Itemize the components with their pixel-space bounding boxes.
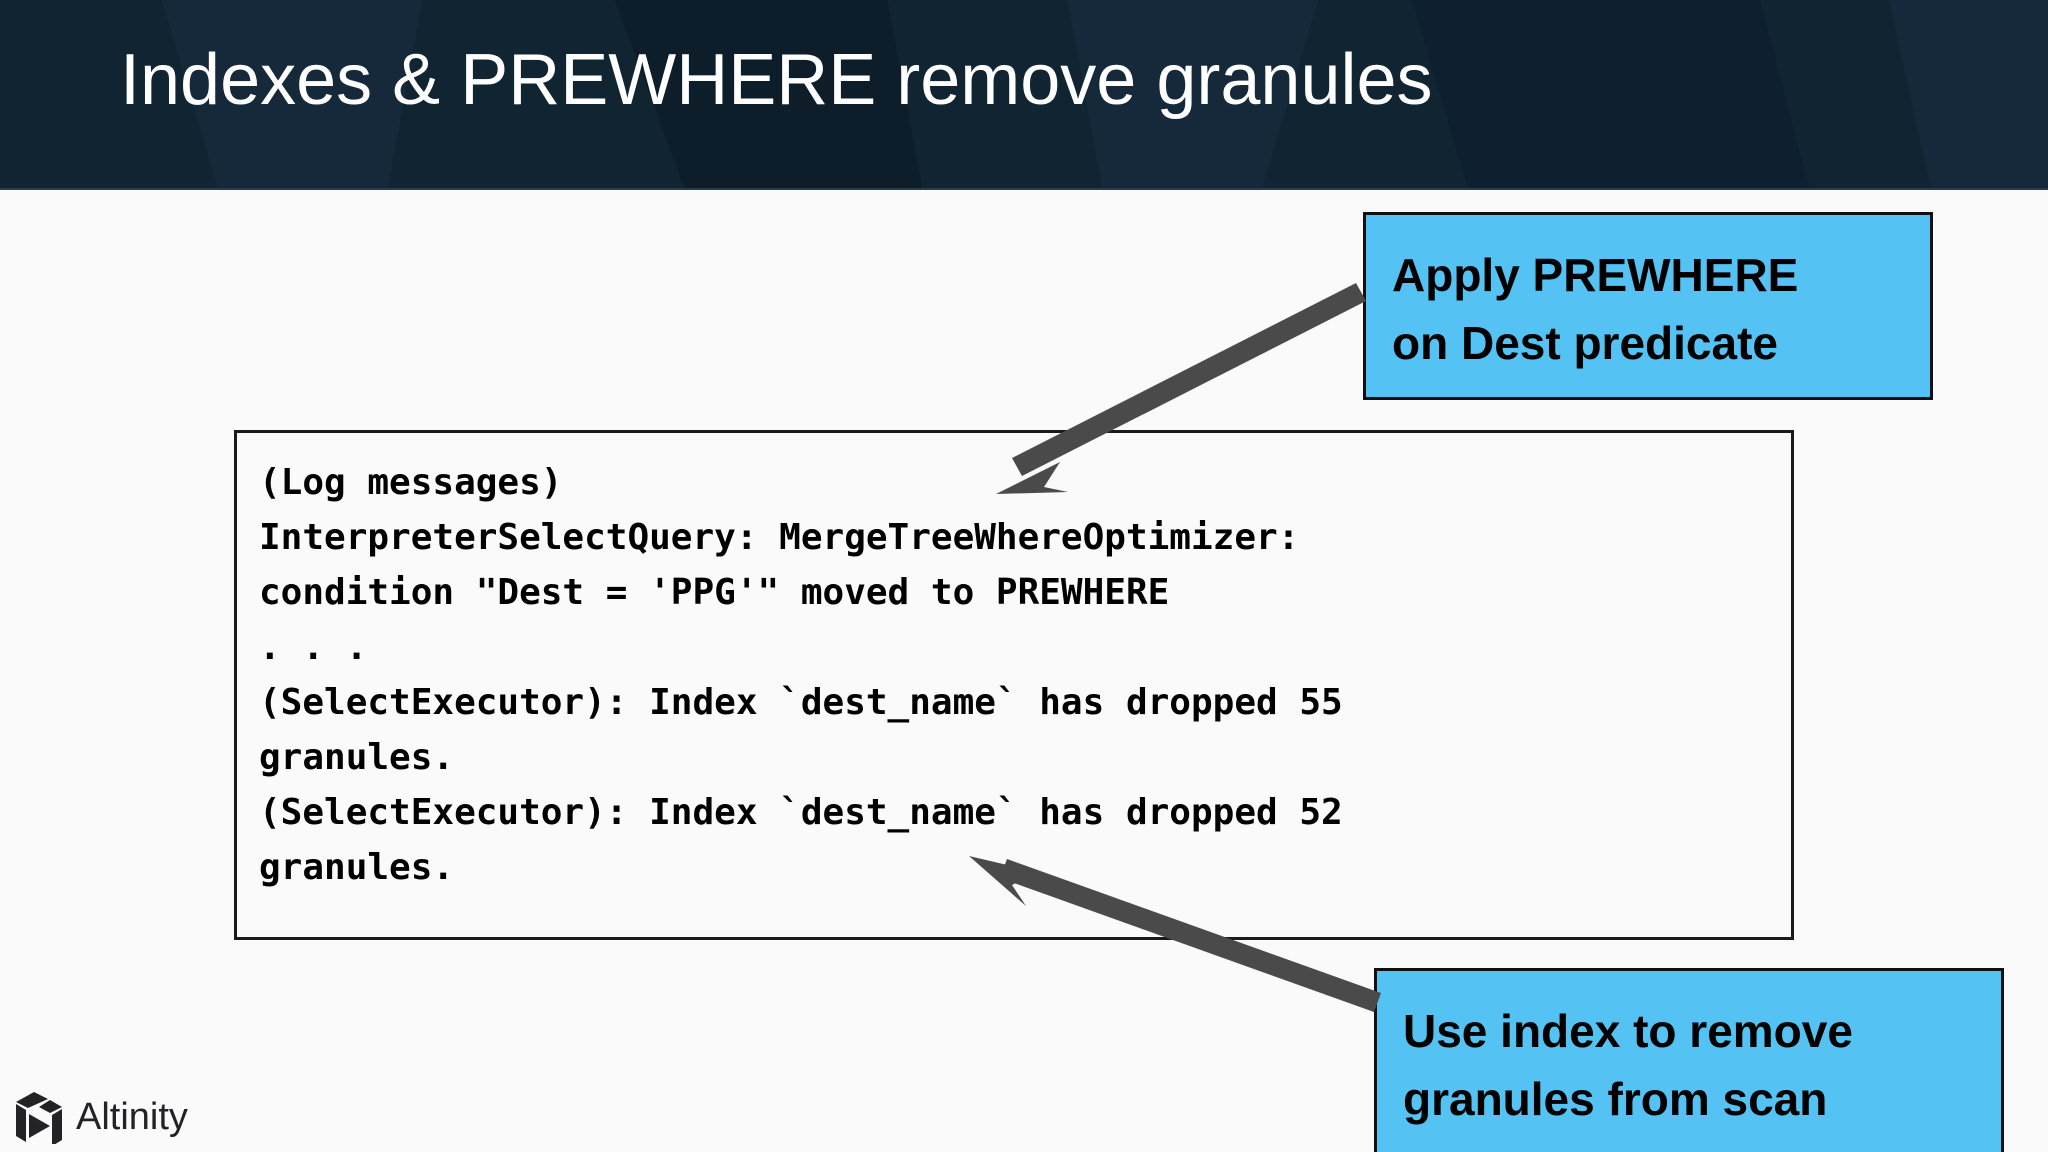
brand-name: Altinity xyxy=(76,1096,188,1138)
callout-line-2: granules from scan xyxy=(1403,1073,1828,1125)
callout-line-2: on Dest predicate xyxy=(1392,317,1778,369)
log-output-box: (Log messages) InterpreterSelectQuery: M… xyxy=(234,430,1794,940)
page-title: Indexes & PREWHERE remove granules xyxy=(120,40,1433,120)
title-bar: Indexes & PREWHERE remove granules xyxy=(0,0,2048,190)
callout-line-1: Apply PREWHERE xyxy=(1392,249,1799,301)
title-underline xyxy=(0,188,2048,190)
altinity-mark-icon xyxy=(16,1092,62,1144)
callout-use-index: Use index to remove granules from scan xyxy=(1374,968,2004,1152)
callout-line-1: Use index to remove xyxy=(1403,1005,1853,1057)
altinity-logo: Altinity xyxy=(14,1090,188,1144)
log-output-text: (Log messages) InterpreterSelectQuery: M… xyxy=(259,462,1343,888)
callout-apply-prewhere: Apply PREWHERE on Dest predicate xyxy=(1363,212,1933,400)
